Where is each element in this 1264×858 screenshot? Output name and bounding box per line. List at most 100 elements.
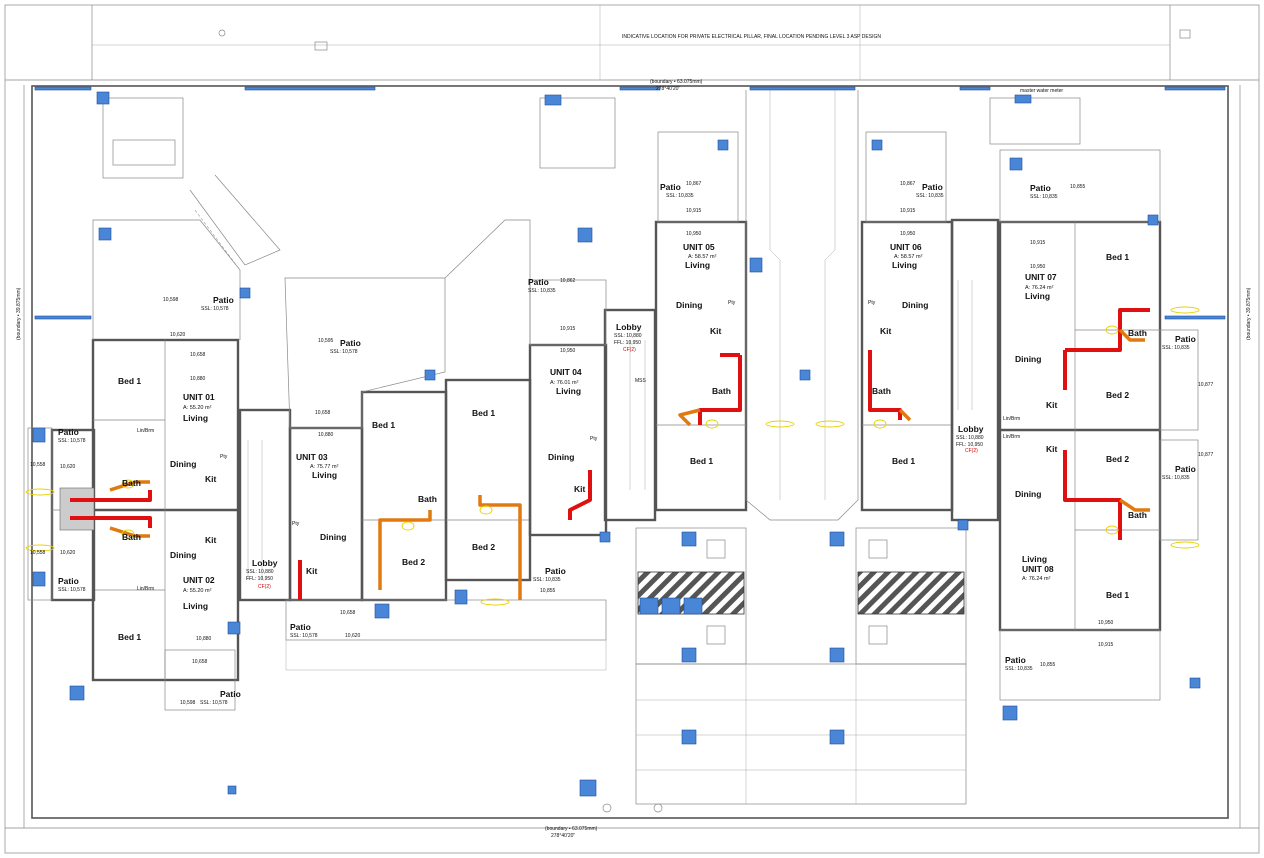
level-10855-b: 10,855 xyxy=(1040,662,1056,668)
patio-ssl-7: SSL: 10,835 xyxy=(1162,345,1190,351)
patio-label-6: Patio xyxy=(1030,183,1051,193)
unit-08-kit: Kit xyxy=(1046,444,1058,454)
parking xyxy=(635,527,967,805)
level-10877-b: 10,877 xyxy=(1198,452,1214,458)
level-10950-b: 10,950 xyxy=(686,231,702,237)
unit-04-living: Living xyxy=(556,386,581,396)
unit-08-bath: Bath xyxy=(1128,510,1147,520)
patio-ssl-5: SSL: 10,835 xyxy=(916,193,944,199)
level-10877-a: 10,877 xyxy=(1198,382,1214,388)
site-boundary xyxy=(4,4,1260,854)
unit-02-bed1: Bed 1 xyxy=(118,632,141,642)
patio-ssl-13: SSL: 10,578 xyxy=(200,700,228,706)
lobby-label-2: Lobby xyxy=(616,322,642,332)
unit-03-bath: Bath xyxy=(418,494,437,504)
unit-05-area: A: 58.57 m² xyxy=(688,254,717,260)
level-10880-a: 10,880 xyxy=(190,376,206,382)
unit-08-dining: Dining xyxy=(1015,489,1041,499)
patio-label-1: Patio xyxy=(213,295,234,305)
unit-01-kit: Kit xyxy=(205,474,217,484)
unit-03-kit: Kit xyxy=(306,566,318,576)
unit-labels: UNIT 01 A: 55.20 m² Living Dining Kit Be… xyxy=(118,242,1147,642)
unit-06-dining: Dining xyxy=(902,300,928,310)
lin-brm-4: Lin/Brm xyxy=(1003,434,1020,440)
master-water-note: master water meter xyxy=(1020,88,1063,94)
level-10658-c: 10,658 xyxy=(340,610,356,616)
level-10595: 10,595 xyxy=(318,338,334,344)
boundary-top-2: 278°40'20" xyxy=(656,86,680,92)
unit-01-bath: Bath xyxy=(122,478,141,488)
lobby-ffl-3: FFL: 10,950 xyxy=(956,442,983,448)
unit-08-area: A: 76.24 m² xyxy=(1022,576,1051,582)
level-10867-a: 10,867 xyxy=(686,181,702,187)
unit-08-name: UNIT 08 xyxy=(1022,564,1054,574)
cf-2: CF(2) xyxy=(623,347,636,353)
pty-u05: Pty xyxy=(728,300,736,306)
building-right xyxy=(989,97,1199,701)
patio-ssl-11: SSL: 10,578 xyxy=(58,587,86,593)
unit-05-kit: Kit xyxy=(710,326,722,336)
common-labels: Patio SSL: 10,578 Patio SSL: 10,578 Pati… xyxy=(30,181,1214,706)
patio-label-3: Patio xyxy=(528,277,549,287)
level-10658-d: 10,658 xyxy=(192,659,208,665)
lobby-ssl-2: SSL: 10,880 xyxy=(614,333,642,339)
level-10880-c: 10,880 xyxy=(196,636,212,642)
level-10620-c: 10,620 xyxy=(345,633,361,639)
lin-brm-1: Lin/Brm xyxy=(137,428,154,434)
windows xyxy=(32,91,1201,797)
lobby-label-1: Lobby xyxy=(252,558,278,568)
unit-03-area: A: 75.77 m² xyxy=(310,464,339,470)
patio-label-7: Patio xyxy=(1175,334,1196,344)
unit-07-name: UNIT 07 xyxy=(1025,272,1057,282)
pty-u04: Pty xyxy=(590,436,598,442)
boundary-left: (boundary • 39.875mm) xyxy=(16,287,22,340)
pty-u06: Pty xyxy=(868,300,876,306)
unit-07-kit: Kit xyxy=(1046,400,1058,410)
building-left xyxy=(27,97,281,711)
building-center xyxy=(654,90,1000,522)
unit-08-bed1: Bed 1 xyxy=(1106,590,1129,600)
lin-brm-2: Lin/Brm xyxy=(137,586,154,592)
patio-ssl-9: SSL: 10,835 xyxy=(1005,666,1033,672)
patio-label-2: Patio xyxy=(340,338,361,348)
unit-03-bed2: Bed 2 xyxy=(402,557,425,567)
level-10658-b: 10,658 xyxy=(315,410,331,416)
unit-01-dining: Dining xyxy=(170,459,196,469)
lobby-ssl-1: SSL: 10,880 xyxy=(246,569,274,575)
unit-05-dining: Dining xyxy=(676,300,702,310)
unit-04-bed1: Bed 1 xyxy=(472,408,495,418)
lobby-ssl-3: SSL: 10,880 xyxy=(956,435,984,441)
level-10950-e: 10,950 xyxy=(1098,620,1114,626)
unit-03-living: Living xyxy=(312,470,337,480)
unit-02-name: UNIT 02 xyxy=(183,575,215,585)
unit-04-dining: Dining xyxy=(548,452,574,462)
boundary-top-1: (boundary • 63.075mm) xyxy=(650,79,703,85)
mss-label: MSS xyxy=(635,378,647,384)
unit-08-bed2: Bed 2 xyxy=(1106,454,1129,464)
level-10915-c: 10,915 xyxy=(900,208,916,214)
unit-04-kit: Kit xyxy=(574,484,586,494)
patio-label-5: Patio xyxy=(922,182,943,192)
level-10915-a: 10,915 xyxy=(560,326,576,332)
unit-07-dining: Dining xyxy=(1015,354,1041,364)
level-10558-a: 10,558 xyxy=(30,462,46,468)
unit-02-dining: Dining xyxy=(170,550,196,560)
patio-label-4: Patio xyxy=(660,182,681,192)
unit-07-area: A: 76.24 m² xyxy=(1025,285,1054,291)
level-10950-c: 10,950 xyxy=(900,231,916,237)
level-10915-b: 10,915 xyxy=(686,208,702,214)
patio-ssl-14: SSL: 10,835 xyxy=(533,577,561,583)
patio-ssl-3: SSL: 10,835 xyxy=(528,288,556,294)
unit-01-living: Living xyxy=(183,413,208,423)
level-10855-a: 10,855 xyxy=(1070,184,1086,190)
patio-ssl-8: SSL: 10,835 xyxy=(1162,475,1190,481)
unit-03-dining: Dining xyxy=(320,532,346,542)
level-10950-d: 10,950 xyxy=(1030,264,1046,270)
unit-03-name: UNIT 03 xyxy=(296,452,328,462)
unit-03-bed1: Bed 1 xyxy=(372,420,395,430)
unit-04-bed2: Bed 2 xyxy=(472,542,495,552)
patio-label-11: Patio xyxy=(58,576,79,586)
patio-label-10: Patio xyxy=(58,427,79,437)
lobby-ffl-2: FFL: 10,950 xyxy=(614,340,641,346)
